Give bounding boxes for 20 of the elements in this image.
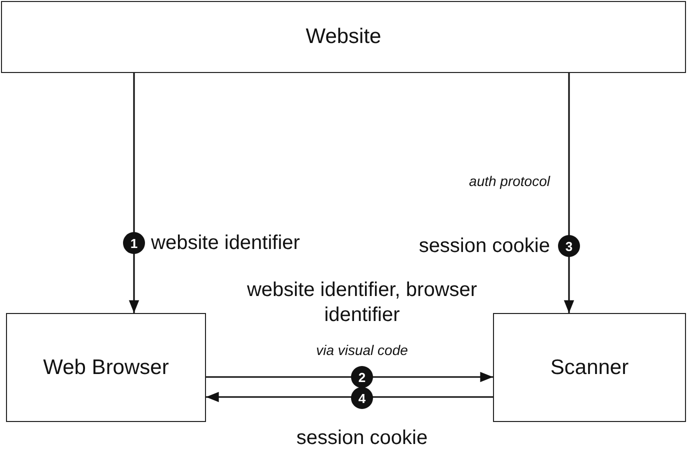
process-box	[1, 1, 686, 73]
edge-label: website identifier	[151, 231, 301, 256]
node-label: Website	[306, 25, 382, 49]
node-label: Web Browser	[43, 356, 169, 380]
process-box	[6, 313, 206, 422]
edge-label: session cookie	[295, 426, 429, 451]
process-box	[493, 313, 686, 422]
edge-label: session cookie	[418, 234, 550, 259]
callout-number: 3	[558, 235, 580, 257]
edge-label: website identifier, browser identifier	[246, 278, 478, 328]
arrow	[206, 392, 493, 402]
arrow	[128, 73, 140, 313]
callout-number: 1	[123, 232, 145, 254]
arrow	[206, 372, 493, 382]
node-label: Scanner	[550, 356, 629, 380]
arrow	[564, 73, 574, 313]
note: via visual code	[315, 341, 409, 360]
note: auth protocol	[468, 172, 550, 191]
callout-number: 2	[351, 366, 373, 388]
callout-number: 4	[351, 387, 373, 409]
